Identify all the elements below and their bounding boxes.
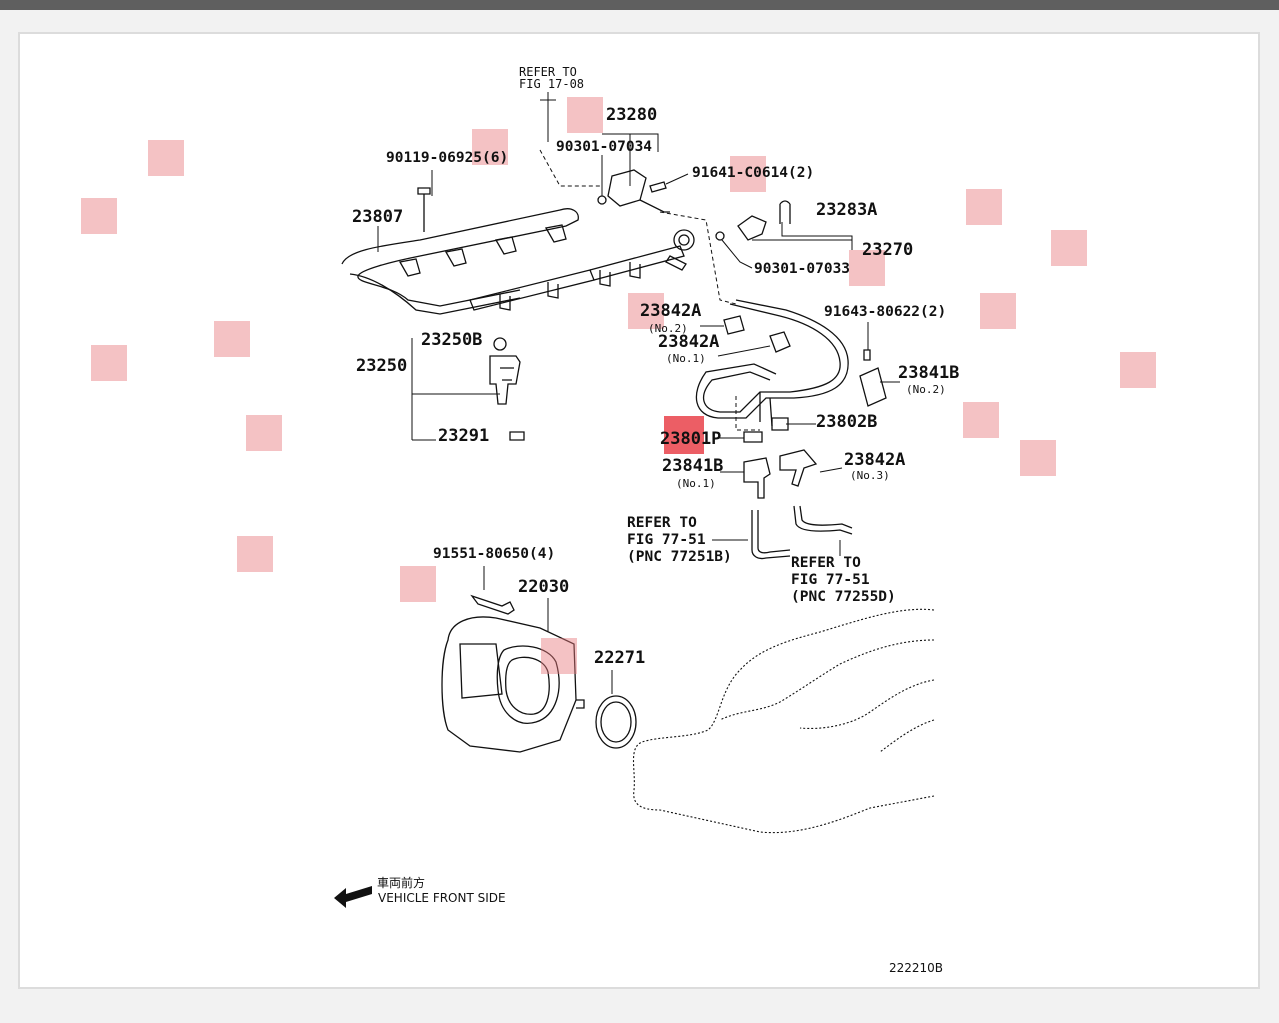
refer-17-08-line1[interactable]: REFER TO: [519, 65, 577, 79]
qualifier-no2: (No.2): [648, 322, 688, 335]
part-label-23842a-no2[interactable]: 23842A: [640, 301, 702, 321]
refer-77251b-line1[interactable]: REFER TO: [627, 515, 697, 531]
hotspot-marker[interactable]: [966, 189, 1002, 225]
hotspot-marker[interactable]: [472, 129, 508, 165]
qualifier-no3: (No.3): [850, 469, 890, 482]
hoses-77-51: [751, 505, 853, 560]
refer-77255d-line2[interactable]: FIG 77-51: [791, 572, 870, 588]
gasket-22271: [595, 695, 637, 749]
hotspot-marker[interactable]: [1051, 230, 1087, 266]
part-label-23841b-no1[interactable]: 23841B: [662, 456, 724, 476]
hotspot-marker[interactable]: [81, 198, 117, 234]
vehicle-front-label-jp: 車両前方: [377, 876, 426, 890]
part-label-23250b[interactable]: 23250B: [421, 330, 483, 350]
leader-lines: [377, 92, 900, 694]
hotspot-marker[interactable]: [963, 402, 999, 438]
diagram-sheet: [18, 32, 1260, 989]
part-label-23842a-no1[interactable]: 23842A: [658, 332, 720, 352]
pressure-regulator-23280: [597, 169, 670, 213]
qualifier-no1: (No.1): [666, 352, 706, 365]
hotspot-marker[interactable]: [91, 345, 127, 381]
part-label-23841b-no2[interactable]: 23841B: [898, 363, 960, 383]
hotspot-marker[interactable]: [541, 638, 577, 674]
part-label-23807[interactable]: 23807: [352, 207, 404, 227]
hotspot-marker[interactable]: [628, 293, 664, 329]
part-label-23801p[interactable]: 23801P: [660, 429, 722, 449]
part-label-91641-c0614[interactable]: 91641-C0614(2): [692, 165, 815, 181]
refer-77251b-line2[interactable]: FIG 77-51: [627, 532, 706, 548]
hotspot-marker[interactable]: [400, 566, 436, 602]
part-label-23842a-no3[interactable]: 23842A: [844, 450, 906, 470]
part-label-23802b[interactable]: 23802B: [816, 412, 878, 432]
part-label-22271[interactable]: 22271: [594, 648, 646, 668]
part-label-23291[interactable]: 23291: [438, 426, 490, 446]
hotspot-marker[interactable]: [1120, 352, 1156, 388]
hotspot-marker[interactable]: [730, 156, 766, 192]
part-label-91643-80622[interactable]: 91643-80622(2): [824, 304, 947, 320]
part-label-22030[interactable]: 22030: [518, 577, 570, 597]
fuel-rail-23807: [341, 187, 695, 315]
fuel-tube-23802B: [695, 299, 849, 443]
hotspot-marker[interactable]: [980, 293, 1016, 329]
throttle-body-22030: [441, 594, 585, 753]
refer-77255d-line1[interactable]: REFER TO: [791, 555, 861, 571]
qualifier-no2: (No.2): [906, 383, 946, 396]
part-label-90119-06925[interactable]: 90119-06925(6): [386, 150, 509, 166]
hotspot-marker[interactable]: [567, 97, 603, 133]
refer-77255d-line3[interactable]: (PNC 77255D): [791, 589, 896, 605]
part-label-23270[interactable]: 23270: [862, 240, 914, 260]
refer-77251b-line3[interactable]: (PNC 77251B): [627, 549, 732, 565]
pulsation-damper-23270: [715, 200, 791, 241]
hotspot-marker-selected[interactable]: [664, 416, 704, 454]
qualifier-no1: (No.1): [676, 477, 716, 490]
figure-code: 222210B: [889, 961, 944, 975]
part-label-23280[interactable]: 23280: [606, 105, 658, 125]
window-top-bar: [0, 0, 1279, 10]
hotspot-marker[interactable]: [246, 415, 282, 451]
part-label-91551-80650[interactable]: 91551-80650(4): [433, 546, 556, 562]
refer-17-08-line2[interactable]: FIG 17-08: [519, 77, 585, 91]
hotspot-marker[interactable]: [237, 536, 273, 572]
hotspot-marker[interactable]: [849, 250, 885, 286]
part-label-23283a[interactable]: 23283A: [816, 200, 878, 220]
front-arrow-icon: [334, 886, 372, 908]
hotspot-marker[interactable]: [214, 321, 250, 357]
part-label-23250[interactable]: 23250: [356, 356, 408, 376]
hotspot-marker[interactable]: [1020, 440, 1056, 476]
part-label-90301-07034[interactable]: 90301-07034: [556, 139, 653, 155]
vehicle-front-label-en: VEHICLE FRONT SIDE: [378, 891, 506, 905]
part-label-90301-07033[interactable]: 90301-07033: [754, 261, 851, 277]
intake-manifold: [632, 608, 935, 834]
hotspot-marker[interactable]: [148, 140, 184, 176]
clamps: [723, 315, 887, 499]
injector-23250: [489, 337, 525, 441]
